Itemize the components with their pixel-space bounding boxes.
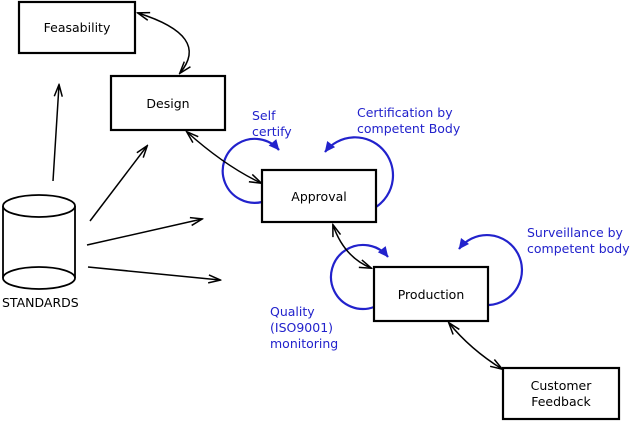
edge-design-approval [187, 132, 261, 183]
node-label-approval: Approval [291, 189, 346, 204]
node-label-design: Design [146, 96, 189, 111]
node-label-customer-line2: Feedback [531, 394, 591, 409]
edge-standards-feasability [52, 85, 59, 182]
node-box-feasability [17, 0, 137, 55]
annotation-certification-line1: Certification by [357, 105, 453, 120]
node-label-customer-line1: Customer [531, 378, 593, 393]
node-label-standards: STANDARDS [2, 295, 79, 310]
node-label-production: Production [398, 287, 465, 302]
self-loop-surveillance [458, 233, 524, 307]
edge-feasability-design [138, 13, 189, 73]
standards-cylinder-icon [2, 194, 76, 290]
edge-standards-design [89, 146, 147, 222]
node-box-customer-feedback [501, 366, 621, 421]
annotation-self-certify-line1: Self [252, 108, 276, 123]
edge-standards-approval [86, 219, 202, 246]
node-box-design [109, 74, 227, 132]
node-box-production [372, 265, 490, 323]
node-box-approval [260, 168, 378, 224]
edge-production-customer-feedback [449, 323, 502, 369]
annotation-self-certify-line2: certify [252, 124, 292, 139]
annotation-surveillance-line2: competent body [527, 241, 630, 256]
annotation-certification-line2: competent Body [357, 121, 461, 136]
annotation-quality-line2: (ISO9001) [270, 320, 333, 335]
annotation-quality-line1: Quality [270, 304, 315, 319]
self-loop-certification [324, 136, 395, 208]
edge-approval-production [333, 225, 371, 268]
annotation-surveillance-line1: Surveillance by [527, 225, 624, 240]
node-label-feasability: Feasability [44, 20, 111, 35]
edge-standards-production [87, 266, 220, 280]
annotation-quality-line3: monitoring [270, 336, 338, 351]
